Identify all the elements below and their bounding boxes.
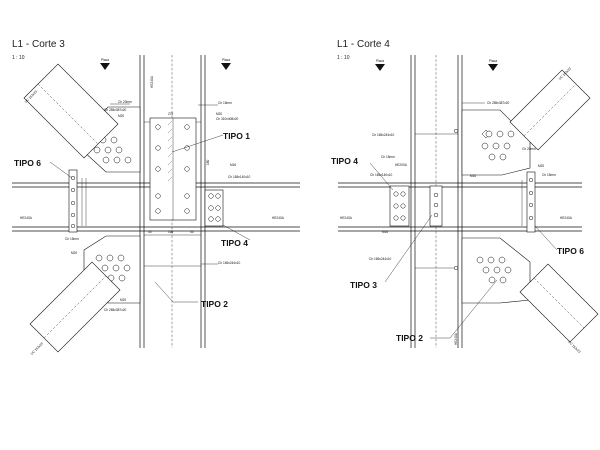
svg-text:45: 45 bbox=[148, 230, 152, 234]
svg-text:TIPO 3: TIPO 3 bbox=[350, 280, 377, 290]
gusset-lower-right bbox=[461, 237, 531, 304]
svg-text:165: 165 bbox=[168, 230, 174, 234]
svg-text:Placa: Placa bbox=[222, 58, 230, 62]
svg-text:HE200A: HE200A bbox=[395, 163, 408, 167]
end-plate-tipo-6 bbox=[521, 171, 536, 233]
annotation-notes: Ch 20mm Ch 285x387x20 M20 Ch 15mm M20 Ch… bbox=[65, 100, 251, 312]
svg-text:Ch 165x244x10: Ch 165x244x10 bbox=[218, 261, 241, 265]
svg-text:TIPO 6: TIPO 6 bbox=[557, 246, 584, 256]
annotation-notes: Ch 285x387x20 Ch 165x244x10 Ch 20mm Ch 1… bbox=[369, 101, 556, 261]
svg-text:Ch 165x244x10: Ch 165x244x10 bbox=[369, 257, 392, 261]
label-tipo-2: TIPO 2 bbox=[154, 281, 228, 309]
end-plate-tipo-4 bbox=[204, 189, 224, 227]
detail-corte-3: Placa Placa HE240A HE240A HE240A bbox=[12, 55, 300, 356]
svg-text:TIPO 6: TIPO 6 bbox=[14, 158, 41, 168]
svg-text:HE240A: HE240A bbox=[560, 216, 573, 220]
svg-text:HE240A: HE240A bbox=[150, 75, 154, 88]
svg-text:HE240A: HE240A bbox=[454, 332, 458, 345]
section-marker-right: Placa bbox=[221, 58, 231, 70]
svg-text:Ch 285x387x20: Ch 285x387x20 bbox=[104, 308, 127, 312]
section-marker-right: Placa bbox=[488, 59, 498, 71]
gusset-upper-right bbox=[461, 109, 531, 176]
label-tipo-4: TIPO 4 bbox=[221, 224, 251, 248]
dimension-line: 45 165 45 275 180 bbox=[144, 112, 210, 236]
svg-text:M20: M20 bbox=[216, 112, 222, 116]
svg-text:Placa: Placa bbox=[376, 59, 384, 63]
svg-text:TIPO 1: TIPO 1 bbox=[223, 131, 250, 141]
beam: HE240A HE240A bbox=[338, 182, 582, 232]
svg-text:Ch 15mm: Ch 15mm bbox=[65, 237, 79, 241]
svg-text:M16: M16 bbox=[230, 163, 236, 167]
svg-text:M20: M20 bbox=[71, 251, 77, 255]
svg-text:Ch 15mm: Ch 15mm bbox=[542, 173, 556, 177]
svg-text:M20: M20 bbox=[118, 114, 124, 118]
svg-text:TIPO 2: TIPO 2 bbox=[396, 333, 423, 343]
svg-text:HE240A: HE240A bbox=[340, 216, 353, 220]
label-tipo-6: TIPO 6 bbox=[14, 158, 73, 179]
label-tipo-6: TIPO 6 bbox=[534, 225, 584, 256]
svg-text:TIPO 4: TIPO 4 bbox=[221, 238, 248, 248]
svg-text:HE240A: HE240A bbox=[20, 216, 33, 220]
svg-text:Placa: Placa bbox=[101, 58, 109, 62]
svg-text:M20: M20 bbox=[538, 164, 544, 168]
svg-text:275: 275 bbox=[168, 112, 174, 116]
view-title-corte-4: L1 - Corte 4 bbox=[337, 39, 390, 50]
svg-text:UC 152x23: UC 152x23 bbox=[30, 341, 44, 355]
svg-text:TIPO 4: TIPO 4 bbox=[331, 156, 358, 166]
svg-text:Ch 165x244x10: Ch 165x244x10 bbox=[372, 133, 395, 137]
label-tipo-3: TIPO 3 bbox=[350, 214, 433, 290]
detail-corte-4: Placa Placa HE240A HE240A HE240A bbox=[331, 55, 599, 354]
view-scale-corte-4: 1 : 10 bbox=[337, 55, 350, 61]
svg-text:Ch 165x140x10: Ch 165x140x10 bbox=[228, 175, 251, 179]
svg-text:180: 180 bbox=[206, 159, 210, 165]
svg-text:Placa: Placa bbox=[489, 59, 497, 63]
svg-text:M20: M20 bbox=[120, 298, 126, 302]
label-tipo-2: TIPO 2 bbox=[396, 279, 498, 343]
svg-text:Ch 15mm: Ch 15mm bbox=[381, 155, 395, 159]
svg-text:Ch 20mm: Ch 20mm bbox=[118, 100, 132, 104]
svg-text:M16: M16 bbox=[382, 230, 388, 234]
end-plate-tipo-4 bbox=[389, 185, 443, 227]
brace-lower-right: UC 152x23 bbox=[519, 263, 599, 354]
end-plate-tipo-6 bbox=[68, 169, 87, 233]
svg-text:M16: M16 bbox=[470, 174, 476, 178]
section-marker-left: Placa bbox=[375, 59, 385, 71]
bolt-group-tipo-1 bbox=[155, 124, 190, 214]
label-tipo-1: TIPO 1 bbox=[171, 131, 250, 153]
label-tipo-4: TIPO 4 bbox=[331, 156, 394, 191]
svg-text:UC 152x23: UC 152x23 bbox=[567, 340, 581, 354]
view-title-corte-3: L1 - Corte 3 bbox=[12, 39, 65, 50]
splice-plate-tipo-1 bbox=[149, 117, 197, 221]
svg-text:HE240A: HE240A bbox=[272, 216, 285, 220]
svg-text:TIPO 2: TIPO 2 bbox=[201, 299, 228, 309]
svg-text:Ch 310x408x20: Ch 310x408x20 bbox=[216, 117, 239, 121]
svg-text:Ch 285x387x20: Ch 285x387x20 bbox=[104, 108, 127, 112]
svg-text:Ch 15mm: Ch 15mm bbox=[218, 101, 232, 105]
svg-text:45: 45 bbox=[190, 230, 194, 234]
svg-text:Ch 285x387x20: Ch 285x387x20 bbox=[487, 101, 510, 105]
svg-text:Ch 20mm: Ch 20mm bbox=[522, 147, 536, 151]
section-marker-left: Placa bbox=[100, 58, 110, 70]
view-scale-corte-3: 1 : 10 bbox=[12, 55, 25, 61]
svg-text:Ch 165x140x10: Ch 165x140x10 bbox=[370, 173, 393, 177]
